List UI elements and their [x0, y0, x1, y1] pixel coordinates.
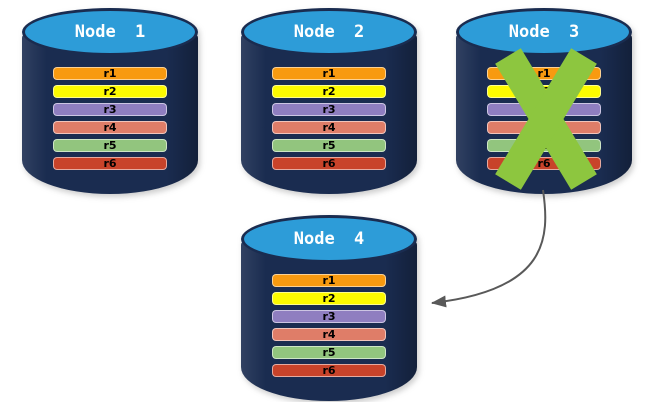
replica-bar-r6: r6: [53, 157, 167, 170]
replica-bar-r2: r2: [272, 292, 386, 305]
replica-bar-r5: r5: [53, 139, 167, 152]
node-4-cylinder: Node 4 r1 r2 r3 r4 r5 r6: [241, 215, 417, 401]
node-3-replica-stack: r1 r2 r3 r4 r5 r6: [487, 67, 601, 170]
node-3-cylinder-top: Node 3: [456, 8, 632, 56]
node-2-cylinder-top: Node 2: [241, 8, 417, 56]
replica-bar-r5: r5: [487, 139, 601, 152]
node-1-replica-stack: r1 r2 r3 r4 r5 r6: [53, 67, 167, 170]
node-4-replica-stack: r1 r2 r3 r4 r5 r6: [272, 274, 386, 377]
node-2-replica-stack: r1 r2 r3 r4 r5 r6: [272, 67, 386, 170]
replica-bar-r2: r2: [272, 85, 386, 98]
replica-bar-r3: r3: [487, 103, 601, 116]
node-1-label: Node 1: [74, 22, 146, 42]
node-3-cylinder: Node 3 r1 r2 r3 r4 r5 r6: [456, 8, 632, 194]
replica-bar-r1: r1: [53, 67, 167, 80]
replica-bar-r4: r4: [272, 121, 386, 134]
replica-bar-r1: r1: [272, 67, 386, 80]
replica-bar-r1: r1: [272, 274, 386, 287]
node-2-label: Node 2: [293, 22, 365, 42]
node-2-cylinder: Node 2 r1 r2 r3 r4 r5 r6: [241, 8, 417, 194]
replica-bar-r5: r5: [272, 139, 386, 152]
replica-bar-r2: r2: [487, 85, 601, 98]
replica-bar-r1: r1: [487, 67, 601, 80]
replica-bar-r6: r6: [272, 157, 386, 170]
replica-bar-r4: r4: [487, 121, 601, 134]
replica-bar-r3: r3: [53, 103, 167, 116]
node-3-label: Node 3: [508, 22, 580, 42]
node-1-cylinder: Node 1 r1 r2 r3 r4 r5 r6: [22, 8, 198, 194]
node-1-cylinder-top: Node 1: [22, 8, 198, 56]
replica-bar-r6: r6: [487, 157, 601, 170]
replica-bar-r6: r6: [272, 364, 386, 377]
replica-bar-r5: r5: [272, 346, 386, 359]
replica-bar-r4: r4: [272, 328, 386, 341]
node-4-label: Node 4: [293, 229, 365, 249]
replica-bar-r3: r3: [272, 103, 386, 116]
node-2-cylinder-body: [241, 34, 417, 194]
replica-bar-r4: r4: [53, 121, 167, 134]
replica-bar-r2: r2: [53, 85, 167, 98]
node-4-cylinder-top: Node 4: [241, 215, 417, 263]
replica-bar-r3: r3: [272, 310, 386, 323]
